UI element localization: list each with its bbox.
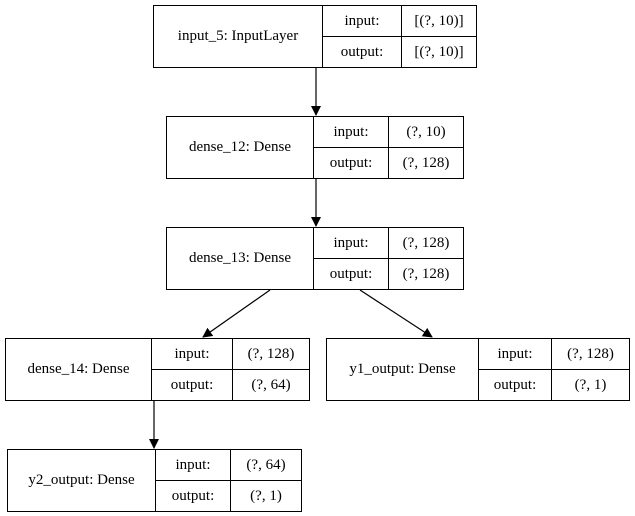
input-shape: (?, 10) (406, 123, 446, 140)
output-shape: (?, 1) (574, 376, 607, 393)
output-label: output: (314, 259, 389, 289)
input-row: input: (?, 128) (479, 339, 629, 369)
input-label: input: (314, 228, 389, 258)
output-label: output: (314, 148, 389, 178)
layer-name: y2_output: Dense (8, 450, 156, 511)
input-row: input: (?, 10) (314, 117, 463, 147)
output-row: output: (?, 128) (314, 258, 463, 289)
input-row: input: (?, 128) (152, 339, 309, 369)
input-label: input: (314, 117, 389, 147)
output-row: output: (?, 64) (152, 369, 309, 400)
input-label: input: (323, 6, 402, 36)
input-shape: (?, 128) (567, 345, 614, 362)
output-label: output: (323, 37, 402, 67)
layer-name: dense_14: Dense (6, 339, 152, 400)
input-label: input: (156, 450, 231, 480)
input-row: input: (?, 64) (156, 450, 301, 480)
layer-name: dense_13: Dense (167, 228, 314, 289)
input-row: input: [(?, 10)] (323, 6, 476, 36)
output-label: output: (152, 370, 233, 400)
output-shape: (?, 128) (402, 154, 450, 171)
output-row: output: (?, 1) (479, 369, 629, 400)
layer-name: y1_output: Dense (327, 339, 479, 400)
layer-name: dense_12: Dense (167, 117, 314, 178)
input-label: input: (152, 339, 233, 369)
output-shape: (?, 1) (250, 487, 282, 504)
input-shape: (?, 128) (247, 345, 295, 362)
output-shape: [(?, 10)] (414, 43, 464, 60)
input-shape: (?, 64) (246, 456, 286, 473)
input-row: input: (?, 128) (314, 228, 463, 258)
output-shape: (?, 128) (402, 265, 450, 282)
edge-arrow-dense-13-to-dense-14 (202, 289, 271, 338)
output-label: output: (156, 481, 231, 511)
edge-arrow-dense-13-to-y1-output (359, 289, 433, 338)
input-shape: [(?, 10)] (414, 12, 464, 29)
output-label: output: (479, 370, 552, 400)
output-row: output: [(?, 10)] (323, 36, 476, 67)
input-shape: (?, 128) (402, 234, 450, 251)
layer-name: input_5: InputLayer (154, 6, 323, 67)
output-row: output: (?, 1) (156, 480, 301, 511)
input-label: input: (479, 339, 552, 369)
output-shape: (?, 64) (251, 376, 291, 393)
output-row: output: (?, 128) (314, 147, 463, 178)
